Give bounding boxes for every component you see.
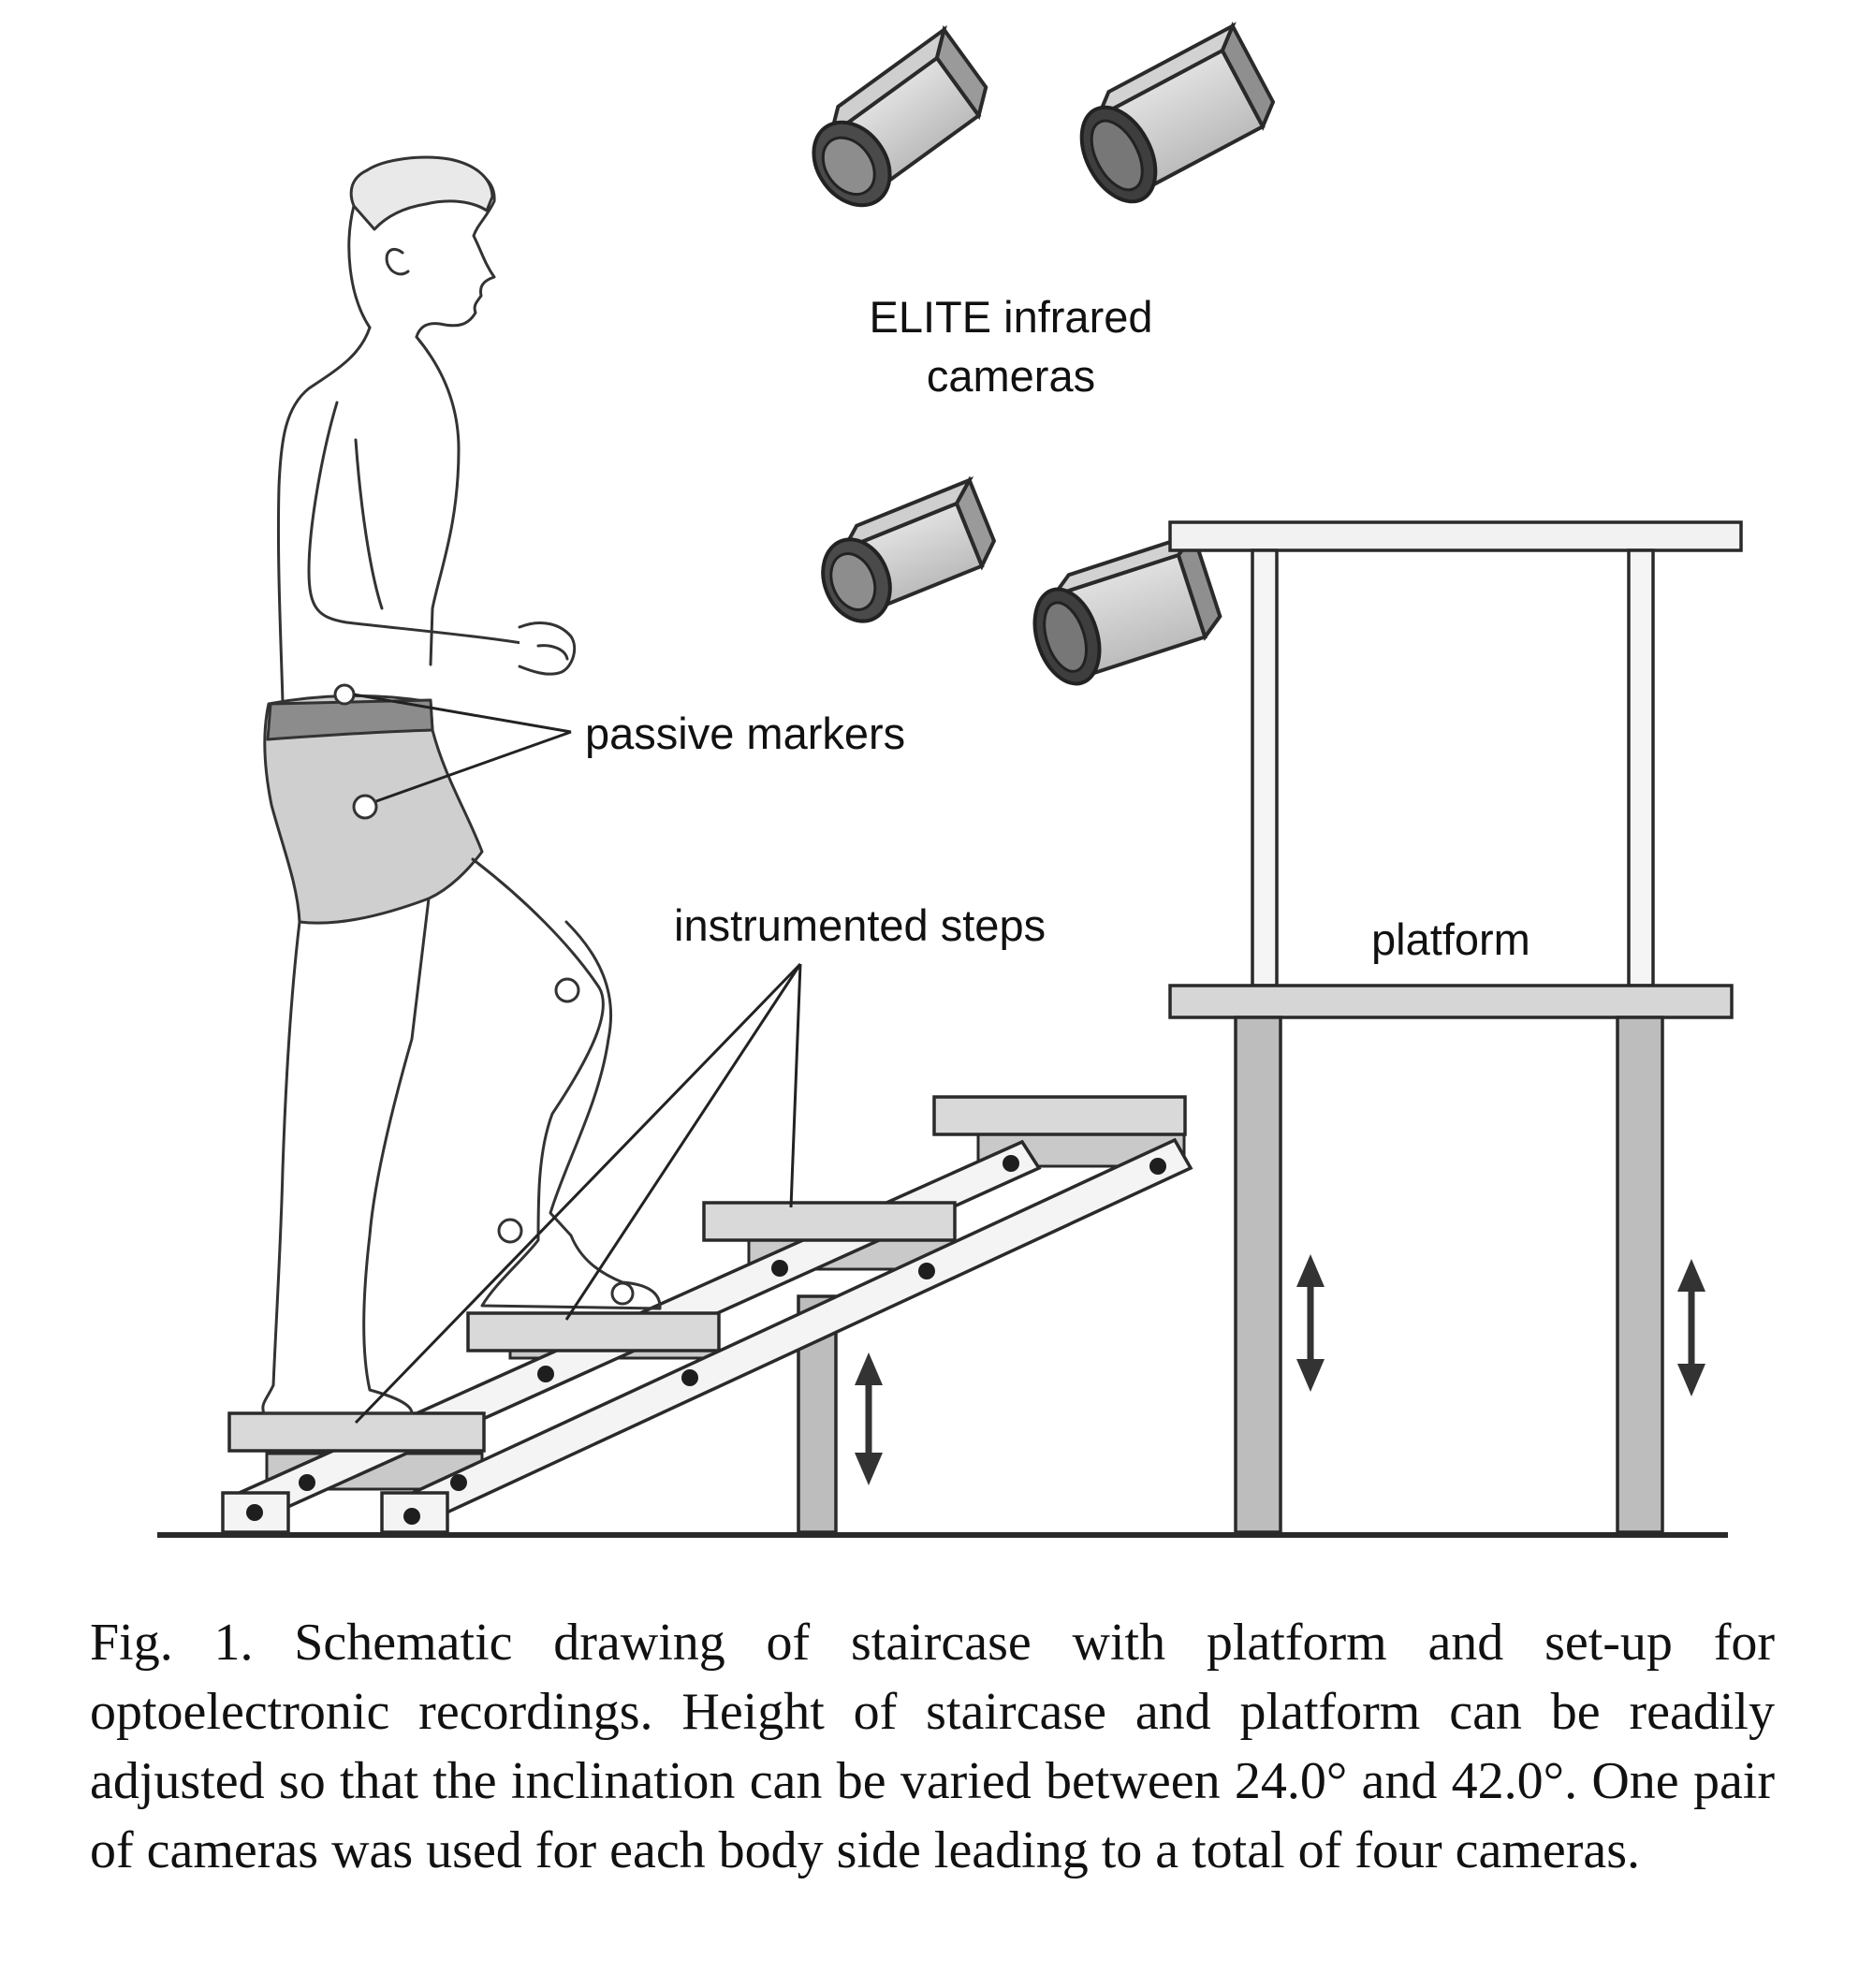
staircase-setup-diagram: ELITE infrared cameras passive markers i… xyxy=(157,22,1743,1538)
camera-icon xyxy=(821,475,997,623)
platform xyxy=(1168,520,1743,1534)
staircase xyxy=(221,1095,1193,1534)
height-adjust-arrow-icon xyxy=(1296,1254,1325,1392)
person-figure xyxy=(261,155,662,1415)
height-adjust-arrow-icon xyxy=(1677,1259,1705,1396)
camera-icon xyxy=(1032,530,1222,686)
instrumented-steps-label: instrumented steps xyxy=(674,900,1046,950)
passive-markers-label: passive markers xyxy=(585,709,905,758)
figure-caption: Fig. 1. Schematic drawing of staircase w… xyxy=(90,1614,1775,1879)
cameras-label-line1: ELITE infrared xyxy=(869,292,1152,342)
leader-lines xyxy=(353,693,802,1425)
camera-icon xyxy=(812,24,988,208)
height-adjust-arrow-icon xyxy=(855,1352,883,1485)
camera-icon xyxy=(1079,22,1276,204)
cameras-label-line2: cameras xyxy=(927,351,1095,401)
platform-label: platform xyxy=(1371,914,1530,964)
